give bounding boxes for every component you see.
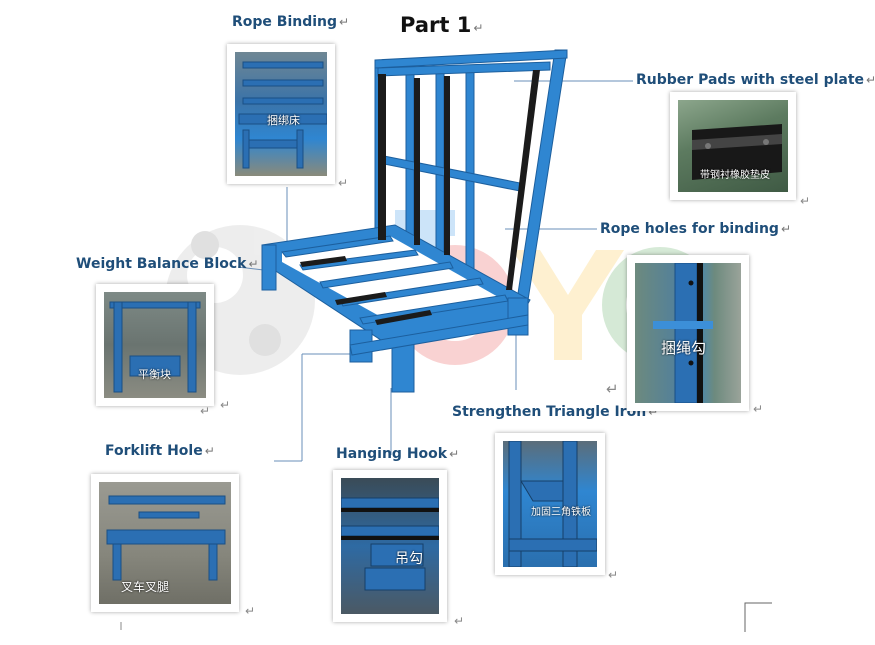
return-mark: ↵: [454, 614, 465, 628]
label-weight-balance: Weight Balance Block↵: [76, 256, 259, 272]
page-title: Part 1↵: [400, 13, 484, 37]
label-rope-binding: Rope Binding↵: [232, 14, 350, 30]
caption-hanging-hook: 吊勾: [395, 551, 423, 567]
return-mark: ↵: [245, 604, 256, 618]
photo-hanging-hook: 吊勾: [333, 470, 447, 622]
caption-weight-balance: 平衡块: [138, 368, 171, 381]
label-rubber-pads: Rubber Pads with steel plate↵: [636, 72, 875, 88]
photo-forklift: 叉车叉腿: [91, 474, 239, 612]
photo-rubber-pads: 带钢衬橡胶垫皮: [670, 92, 796, 200]
return-mark: ↵: [200, 404, 211, 418]
caption-rope-holes: 捆绳勾: [661, 339, 707, 357]
return-mark: ↵: [753, 402, 764, 416]
label-rope-holes: Rope holes for binding↵: [600, 221, 792, 237]
return-mark: ↵: [606, 380, 619, 398]
photo-rope-binding: 捆绑床: [227, 44, 335, 184]
return-mark: ↵: [608, 568, 619, 582]
photo-rope-holes: 捆绳勾: [627, 255, 749, 411]
return-mark: ↵: [338, 176, 349, 190]
label-hanging-hook: Hanging Hook↵: [336, 446, 460, 462]
caption-rubber-pads: 带钢衬橡胶垫皮: [700, 170, 770, 181]
label-strengthen: Strengthen Triangle Iron↵: [452, 404, 659, 420]
return-mark: ↵: [220, 398, 231, 412]
caption-forklift: 叉车叉腿: [121, 580, 170, 594]
label-forklift: Forklift Hole↵: [105, 443, 215, 459]
photo-weight-balance: 平衡块: [96, 284, 214, 406]
caption-strengthen: 加固三角铁板: [531, 507, 591, 518]
caption-rope-binding: 捆绑床: [267, 114, 300, 127]
return-mark: ↵: [800, 194, 811, 208]
photo-strengthen: 加固三角铁板: [495, 433, 605, 575]
